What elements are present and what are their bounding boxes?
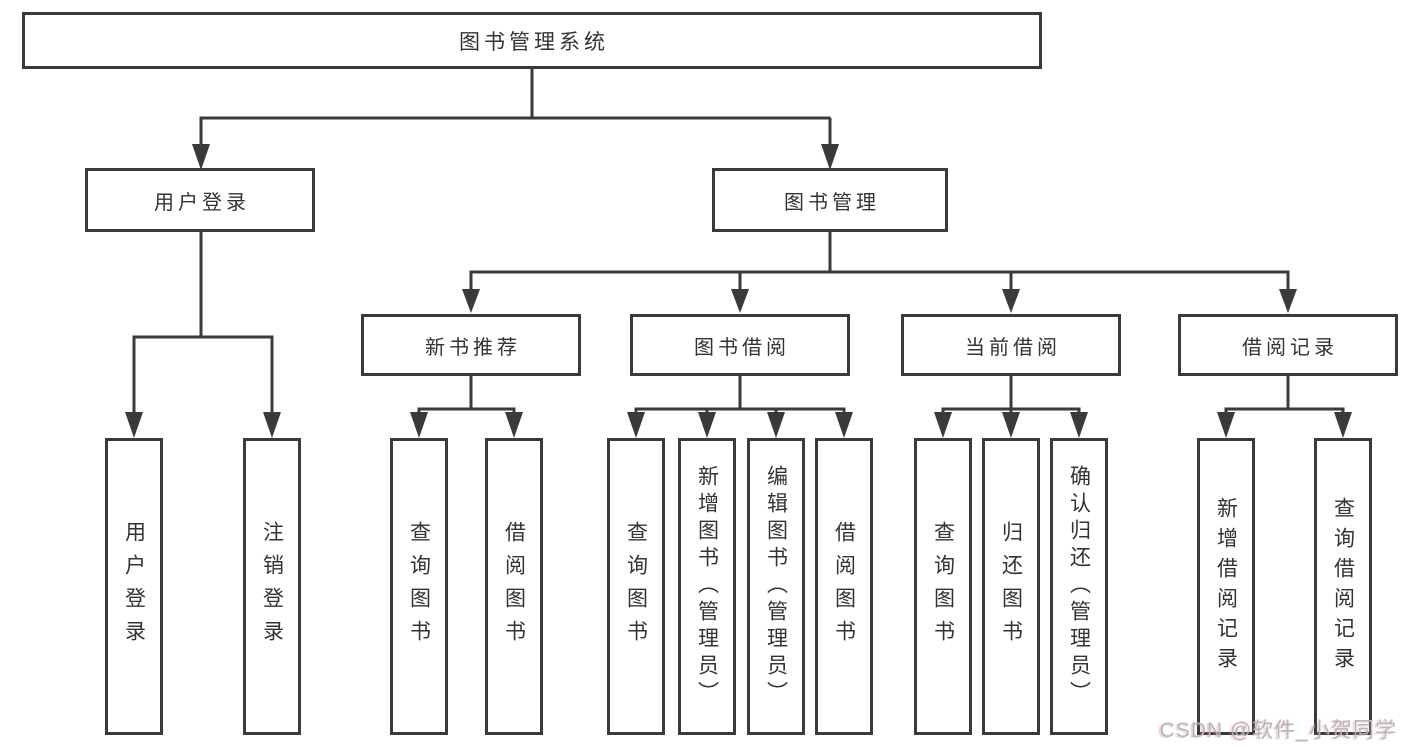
leaf-user-login: 用户登录 [105, 438, 163, 735]
node-label: 用户登录 [154, 191, 250, 214]
leaf-borrow-books: 借阅图书 [815, 438, 873, 735]
node-book-borrowing: 图书借阅 [630, 314, 850, 376]
node-library-management-system: 图书管理系统 [22, 12, 1042, 69]
arrowheads-book-mgmt-children [462, 289, 1297, 313]
arrowheads-user-login-children [125, 412, 281, 438]
leaf-borrow-books-recommend: 借阅图书 [485, 438, 543, 735]
leaf-label: 新增图书（管理员） [695, 465, 719, 708]
leaf-add-borrow-record: 新增借阅记录 [1197, 438, 1255, 735]
leaf-query-books-current: 查询图书 [914, 438, 972, 735]
csdn-watermark: CSDN @软件_小贺同学 [1159, 719, 1397, 742]
node-new-book-recommendation: 新书推荐 [361, 314, 581, 376]
node-label: 新书推荐 [425, 336, 521, 359]
arrowheads-borrow-records-children [1217, 412, 1352, 438]
arrowheads-current-borrow-children [934, 412, 1088, 438]
leaf-edit-books-admin: 编辑图书（管理员） [747, 438, 805, 735]
leaf-label: 编辑图书（管理员） [764, 465, 788, 708]
node-label: 图书管理 [784, 191, 880, 214]
leaf-return-books: 归还图书 [982, 438, 1040, 735]
node-label: 借阅记录 [1242, 336, 1338, 359]
leaf-label: 新增借阅记录 [1214, 496, 1238, 677]
node-borrowing-records: 借阅记录 [1178, 314, 1398, 376]
leaf-label: 查询图书 [931, 520, 955, 653]
leaf-add-books-admin: 新增图书（管理员） [678, 438, 736, 735]
leaf-label: 查询借阅记录 [1331, 496, 1355, 677]
leaf-label: 确认归还（管理员） [1067, 465, 1091, 708]
node-user-login: 用户登录 [85, 168, 315, 232]
leaf-query-books-recommend: 查询图书 [390, 438, 448, 735]
leaf-label: 查询图书 [407, 520, 431, 653]
leaf-label: 归还图书 [999, 520, 1023, 653]
leaf-query-borrow-record: 查询借阅记录 [1314, 438, 1372, 735]
leaf-label: 借阅图书 [502, 520, 526, 653]
arrowheads-book-borrow-children [627, 412, 853, 438]
connector-current-borrow-children [941, 376, 1081, 418]
leaf-label: 借阅图书 [832, 520, 856, 653]
leaf-label: 查询图书 [624, 520, 648, 653]
arrowheads-level2 [192, 144, 839, 170]
leaf-confirm-return-admin: 确认归还（管理员） [1050, 438, 1108, 735]
connector-new-book-rec-children [417, 376, 516, 418]
node-label: 图书管理系统 [459, 30, 609, 54]
leaf-logout: 注销登录 [243, 438, 301, 735]
leaf-label: 用户登录 [122, 520, 146, 653]
connector-book-borrow-children [634, 376, 846, 418]
leaf-query-books-borrow: 查询图书 [607, 438, 665, 735]
connector-user-login-children [132, 232, 274, 418]
node-label: 当前借阅 [965, 336, 1061, 359]
connector-root-to-level2 [199, 69, 832, 150]
node-book-management: 图书管理 [712, 168, 948, 232]
node-label: 图书借阅 [694, 336, 790, 359]
node-current-borrowing: 当前借阅 [901, 314, 1121, 376]
connector-book-mgmt-children [469, 232, 1290, 295]
connector-borrow-records-children [1224, 376, 1345, 418]
arrowheads-new-book-rec-children [410, 412, 523, 438]
leaf-label: 注销登录 [260, 520, 284, 653]
